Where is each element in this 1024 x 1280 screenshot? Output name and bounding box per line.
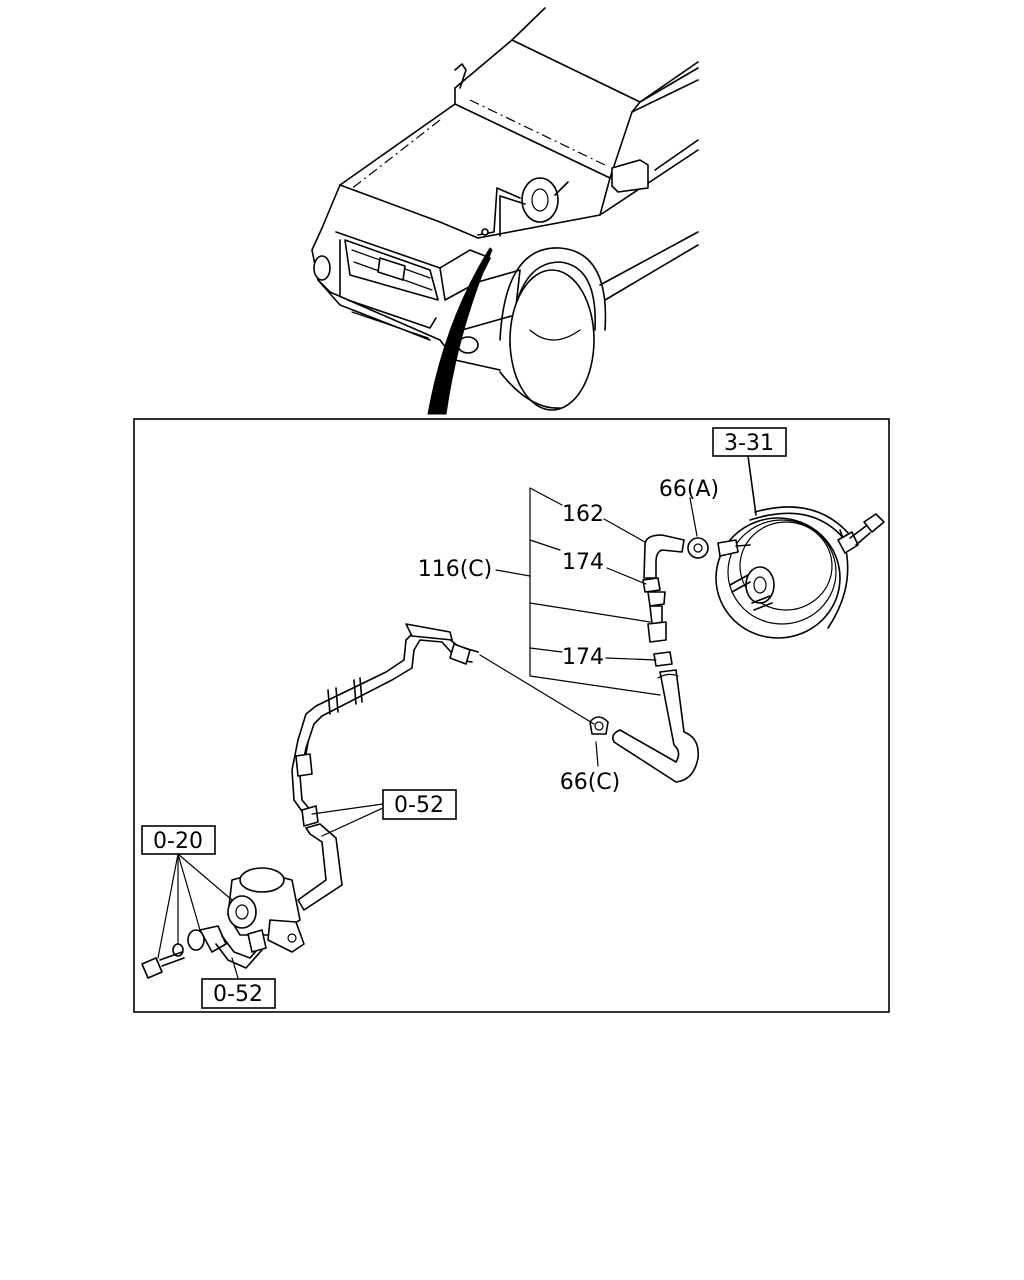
callout-box-3-31 [712, 427, 787, 457]
callout-174-top: 174 [562, 550, 604, 575]
callout-box-052-lower [201, 978, 276, 1009]
leaders-020 [157, 853, 233, 959]
callout-052-upper: 0-52 [394, 793, 444, 818]
callout-box-052-upper [382, 789, 457, 820]
callout-box-020 [141, 825, 216, 855]
leader-052-lower [231, 957, 239, 979]
callout-66a: 66(A) [659, 477, 719, 502]
leader-66c [595, 741, 599, 767]
valve-174-assembly [642, 577, 673, 667]
bolt-and-washers [141, 929, 205, 979]
callout-116c: 116(C) [418, 557, 493, 582]
hose-116c [612, 669, 700, 783]
bracket-116c [495, 487, 661, 696]
brake-booster [715, 506, 885, 639]
vacuum-pump [199, 867, 305, 969]
detail-frame [133, 418, 890, 1013]
clip-66a [687, 537, 709, 559]
callout-66c: 66(C) [560, 770, 621, 795]
hose-162 [643, 534, 685, 579]
callout-3-31: 3-31 [724, 431, 774, 456]
leader-162 [603, 518, 646, 543]
leaders-052-upper [311, 803, 384, 837]
leader-booster [747, 455, 757, 516]
vacuum-pipe [291, 623, 479, 815]
callout-174-bottom: 174 [562, 645, 604, 670]
pump-hose [297, 805, 343, 911]
vehicle-locator-illustration [311, 7, 699, 415]
callout-162: 162 [562, 502, 604, 527]
leader-66a [689, 497, 698, 537]
clip-66c [589, 716, 609, 735]
callout-020: 0-20 [153, 829, 203, 854]
callout-052-lower: 0-52 [213, 982, 263, 1007]
leader-pipe-to-66c [479, 654, 595, 725]
leader-174-top [606, 567, 647, 585]
leader-174-bottom [605, 657, 657, 661]
